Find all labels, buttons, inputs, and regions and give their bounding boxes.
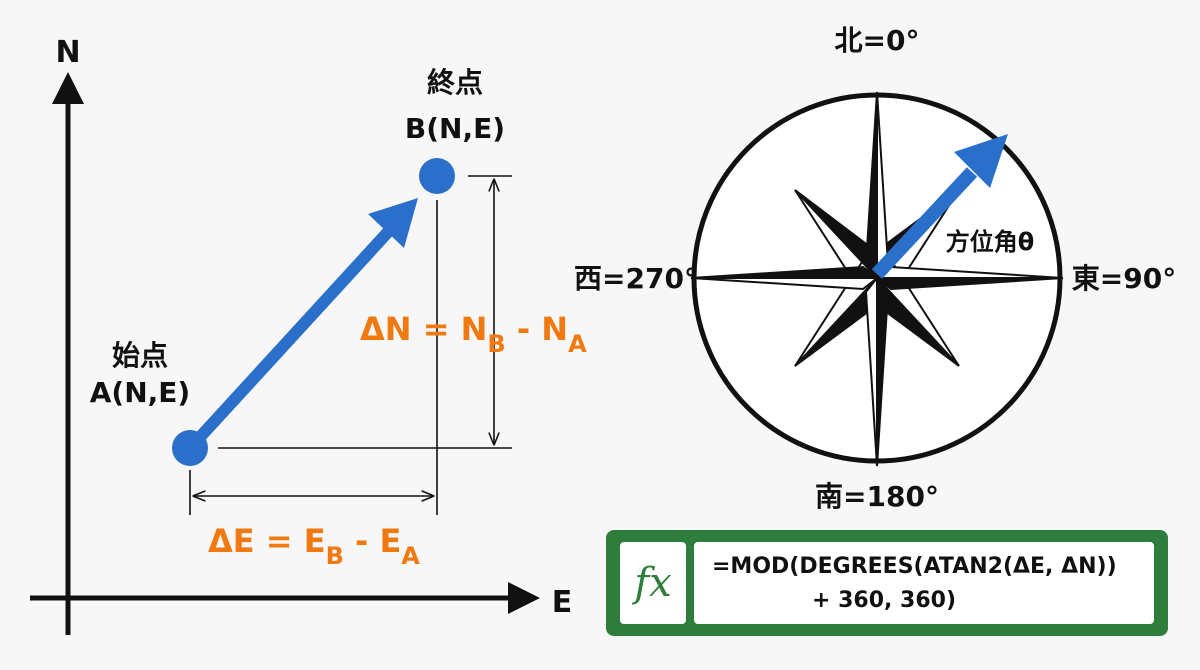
start-point-label: 始点 [112, 339, 168, 372]
delta-n-sub-a: A [568, 330, 587, 358]
fx-icon: fx [620, 542, 686, 624]
start-point-coords: A(N,E) [90, 376, 190, 409]
delta-n-formula: ΔN = NB - NA [360, 310, 587, 358]
azimuth-arrowhead [954, 134, 1008, 188]
e-axis-arrowhead [508, 582, 540, 614]
end-point-dot [419, 158, 455, 194]
compass-north-label: 北=0° [835, 24, 920, 57]
formula-bar: fx =MOD(DEGREES(ATAN2(ΔE, ΔN)) + 360, 36… [606, 530, 1168, 636]
delta-n-text: ΔN = N [360, 310, 487, 348]
formula-input[interactable]: =MOD(DEGREES(ATAN2(ΔE, ΔN)) + 360, 360) [694, 542, 1154, 624]
delta-n-sub-b: B [487, 330, 505, 358]
n-axis-label: N [55, 35, 80, 70]
delta-n-mid: - N [506, 310, 568, 348]
delta-e-formula: ΔE = EB - EA [208, 522, 420, 570]
start-point-dot [172, 430, 208, 466]
formula-line-2: + 360, 360) [812, 588, 957, 613]
end-point-coords: B(N,E) [405, 112, 505, 145]
azimuth-arrow [871, 167, 978, 279]
delta-e-sub-a: A [401, 542, 420, 570]
delta-e-mid: - E [344, 522, 401, 560]
delta-e-text: ΔE = E [208, 522, 326, 560]
vector-ab [184, 226, 394, 454]
compass-east-label: 東=90° [1072, 262, 1176, 295]
e-axis-label: E [552, 585, 573, 620]
azimuth-label: 方位角θ [946, 228, 1035, 256]
compass-west-label: 西=270° [574, 262, 698, 295]
guide-lines [189, 175, 512, 515]
n-axis-arrowhead [52, 72, 84, 104]
compass-south-label: 南=180° [815, 480, 939, 513]
compass: 方位角θ 北=0° 南=180° 東=90° 西=270° [574, 24, 1176, 513]
delta-e-sub-b: B [326, 542, 344, 570]
coordinate-axes: N E [30, 35, 572, 635]
end-point-label: 終点 [427, 66, 483, 99]
formula-line-1: =MOD(DEGREES(ATAN2(ΔE, ΔN)) [712, 554, 1117, 579]
vector-ab-arrowhead [368, 198, 418, 248]
